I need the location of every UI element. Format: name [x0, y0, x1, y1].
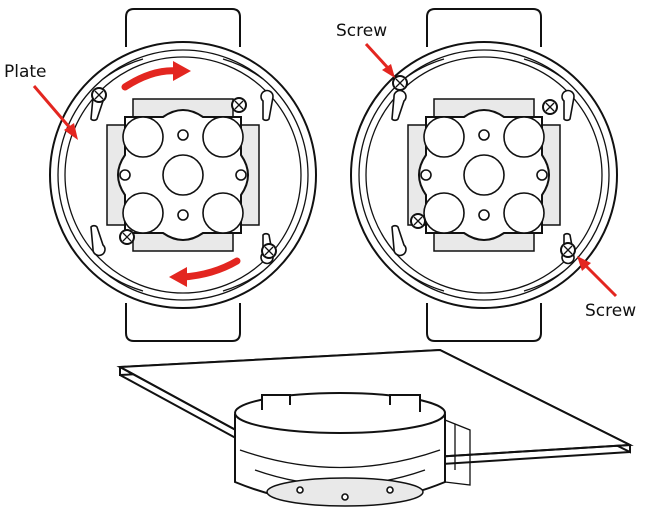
screw-icon — [231, 97, 247, 113]
screw-top-pointer-arrow — [364, 42, 390, 70]
plate-pointer-arrow — [32, 85, 72, 129]
right-junction-box — [350, 8, 618, 342]
screw-icon — [542, 99, 558, 115]
screw-icon — [392, 75, 408, 91]
left-junction-box — [49, 8, 317, 342]
plate-label: Plate — [4, 62, 47, 82]
ceiling-mount-assembly — [116, 348, 634, 507]
rotate-arrow-top — [121, 67, 181, 91]
rotate-arrow-bottom-head — [169, 267, 187, 287]
screw-top-pointer-arrowhead — [382, 64, 395, 78]
plate-pointer-arrowhead — [64, 123, 78, 140]
screw-icon — [560, 242, 576, 258]
screw-icon — [410, 213, 426, 229]
rotate-arrow-top-head — [173, 61, 191, 81]
screw-bottom-pointer-arrow — [583, 263, 618, 298]
screw-icon — [91, 87, 107, 103]
screw-label-top: Screw — [336, 21, 387, 41]
screw-icon — [261, 243, 277, 259]
rotate-arrow-bottom — [179, 257, 241, 281]
screw-bottom-pointer-arrowhead — [577, 256, 591, 271]
screw-label-bottom: Screw — [585, 301, 636, 321]
screw-icon — [119, 229, 135, 245]
